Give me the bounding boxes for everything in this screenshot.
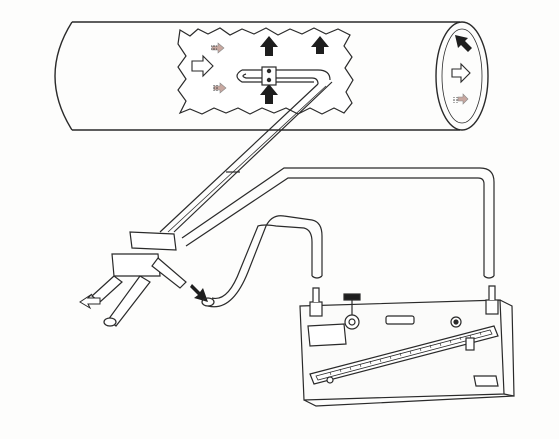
- solid-down-right-arrow-icon: [190, 284, 208, 302]
- right-port-fitting: [485, 299, 499, 315]
- scale-end-screw: [326, 376, 334, 384]
- pitot-stem: [159, 81, 333, 233]
- bottom-latch: [473, 375, 499, 387]
- hollow-right-arrow-icon: [191, 54, 214, 78]
- hollow-down-left-arrow-icon: [79, 293, 101, 310]
- gray-right-arrow-icon: [457, 93, 469, 105]
- hose-long-outer: [181, 167, 495, 276]
- left-port-nozzle: [312, 287, 320, 302]
- pitot-tip-top: [242, 69, 331, 81]
- hoses: [181, 167, 495, 308]
- solid-up-arrow-icon: [260, 36, 278, 56]
- pitot-head: [236, 66, 331, 86]
- hose-short-end: [311, 275, 323, 279]
- side-branch: [151, 257, 187, 289]
- collar-fitting: [129, 231, 177, 251]
- lower-tube-2: [107, 275, 151, 327]
- zero-adjust-wheel-center: [348, 318, 356, 326]
- tee-body: [111, 253, 161, 277]
- level-window: [385, 315, 415, 325]
- manometer-body-bottom: [303, 395, 515, 407]
- inclined-manometer: [299, 285, 515, 407]
- hose-short-outer: [207, 215, 323, 308]
- inclined-scale-inner: [315, 329, 493, 381]
- reservoir: [307, 323, 347, 347]
- hose-short-start: [201, 297, 215, 307]
- scale-end-cap: [465, 337, 475, 351]
- flow-arrows: [191, 35, 472, 105]
- solid-up-arrow-icon: [311, 36, 329, 54]
- solid-up-left-arrow-icon: [455, 35, 472, 52]
- zero-adjust-knob-icon: [343, 293, 361, 301]
- hose-long-end: [483, 275, 495, 279]
- hose-short-inner: [211, 224, 313, 300]
- pitot-tip-outer: [236, 69, 314, 83]
- stem-outer-left: [159, 83, 319, 233]
- dotted-marker-icon: [452, 97, 458, 103]
- stem-fittings: [91, 231, 187, 327]
- solid-up-arrow-icon: [260, 84, 278, 104]
- inclined-scale-ticks: [329, 331, 482, 376]
- duct: [54, 21, 489, 131]
- hose-long-inner: [185, 177, 485, 276]
- left-port-fitting: [309, 301, 323, 317]
- duct-right-opening: [435, 21, 489, 131]
- static-port-hole: [266, 68, 272, 74]
- dotted-marker-icon: [212, 85, 218, 91]
- dotted-marker-icon: [211, 45, 217, 51]
- static-port-hole: [266, 77, 272, 83]
- duct-left-end: [54, 21, 73, 131]
- static-port-band: [261, 66, 277, 86]
- pitot-tip-inner: [242, 73, 319, 85]
- duct-right-opening-inner: [441, 28, 483, 124]
- hollow-right-arrow-icon: [451, 62, 471, 84]
- right-port-nozzle: [488, 285, 496, 300]
- manometer-body-side: [499, 299, 515, 397]
- stem-outer-right: [173, 81, 333, 233]
- leveling-screw-center: [453, 319, 459, 325]
- lower-tube-end: [103, 317, 117, 327]
- stem-inner: [167, 85, 327, 233]
